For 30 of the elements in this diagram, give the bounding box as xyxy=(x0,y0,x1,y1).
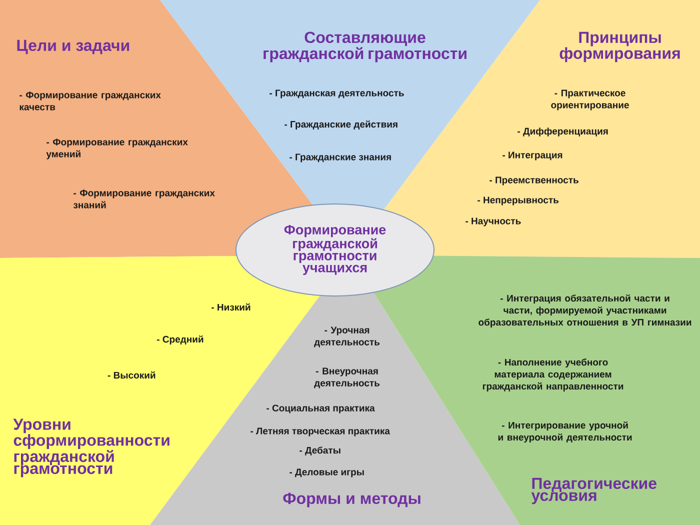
list-item: - Формирование гражданских качеств xyxy=(20,92,161,110)
sector-heading: Педагогические условия xyxy=(531,478,656,504)
list-item: - Низкий xyxy=(212,303,250,311)
list-item: - Средний xyxy=(156,335,204,345)
list-item: - Наполнение учебного материала содержанием гражданской направленности xyxy=(482,358,624,392)
list-item: - Интеграция обязательной части и части, формируемой участниками образовательных отношения в УП гимназии xyxy=(478,294,692,328)
list-item: - Практическое ориентирование xyxy=(551,90,629,110)
list-item: - Научность xyxy=(466,218,521,226)
list-item: - Деловые игры xyxy=(290,468,364,478)
sector-heading: Уровни сформированности гражданской грамотности xyxy=(13,418,170,478)
sector-heading: Цели и задачи xyxy=(17,40,130,54)
list-item: - Формирование гражданских умений xyxy=(46,138,188,160)
list-item: - Социальная практика xyxy=(266,404,375,414)
sector-heading: Составляющие гражданской грамотности xyxy=(264,32,466,62)
list-item: - Внеурочная деятельность xyxy=(314,368,380,388)
list-item: - Непрерывность xyxy=(478,196,559,206)
list-item: - Урочная деятельность xyxy=(314,326,380,348)
list-item: - Дифференциация xyxy=(518,128,608,136)
sector-heading: Формы и методы xyxy=(283,492,420,508)
list-item: - Гражданские действия xyxy=(284,120,398,130)
list-item: - Формирование гражданских знаний xyxy=(73,190,215,208)
list-item: - Дебаты xyxy=(300,446,340,456)
list-item: - Преемственность xyxy=(490,176,578,186)
list-item: - Гражданская деятельность xyxy=(270,90,404,98)
sector-heading: Принципы формирования xyxy=(560,32,680,62)
list-item: - Высокий xyxy=(108,371,156,379)
list-item: - Летняя творческая практика xyxy=(250,428,390,436)
list-item: - Гражданские знания xyxy=(290,154,391,162)
list-item: - Интеграция xyxy=(502,152,562,160)
list-item: - Интегрирование урочной и внеурочной деятельности xyxy=(498,421,632,443)
